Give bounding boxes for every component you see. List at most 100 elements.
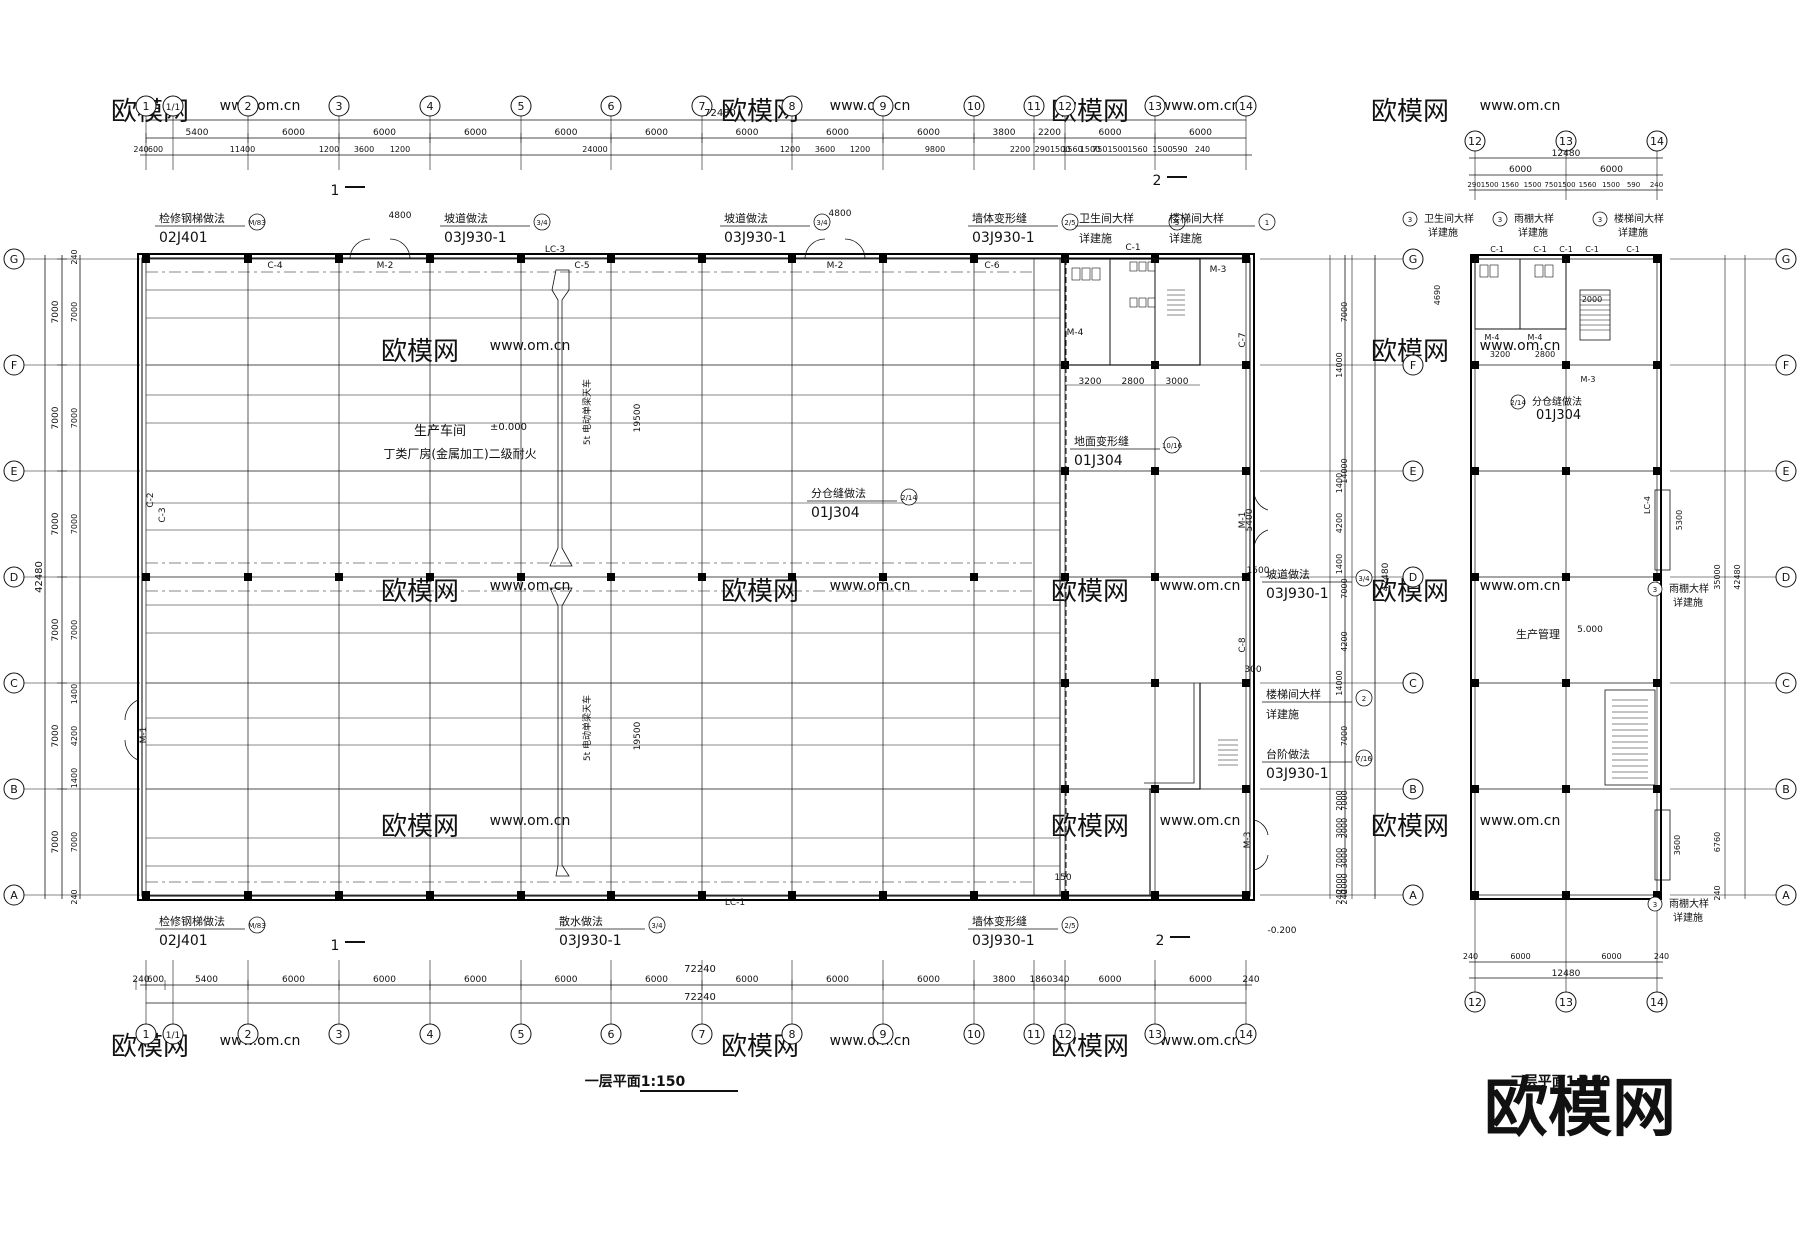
crane-beam-lower [549,587,573,877]
axis-bubble-y-right-label: A [1782,889,1790,902]
watermark-url: www.om.cn [830,98,911,114]
callout-index: 3 [1408,216,1412,224]
column [1562,891,1570,899]
axis-bubble-y-right-label: E [1783,465,1790,478]
door-label: M-3 [1581,375,1596,384]
callout-ref: 详建施 [1673,911,1703,924]
axis-bubble-y-left-label: C [10,677,18,690]
dim-right: 240 [1713,885,1722,900]
callout-ref: 01J304 [811,505,860,521]
dim-top-row1: 6000 [736,128,759,138]
door-label: M-4 [1485,333,1500,342]
column [970,573,978,581]
dim-top-row1: 2200 [1038,128,1061,138]
dim-right: 2000 [1335,873,1344,893]
axis-bubble-x-top-label: 6 [608,100,615,113]
callout-title: 坡道做法 [724,211,768,225]
callout-index-circle [1510,394,1526,410]
dim-bottom-row1: 5400 [195,975,218,985]
column [1471,573,1479,581]
dim-top-row2: 1500 [1524,181,1542,189]
callout-title: 楼梯间大样 [1169,211,1224,225]
axis-bubble-y-left-label: E [11,465,18,478]
callout-title: 墙体变形缝 [972,211,1027,225]
column [142,573,150,581]
small-dim: 2800 [1122,377,1145,387]
callout-ref: 详建施 [1428,226,1458,239]
dim-top-row1: 6000 [917,128,940,138]
axis-bubble-x-bottom-label: 8 [789,1028,796,1041]
axis-bubble-y-left-label: F [11,359,17,372]
axis-bubble-y-right-label: D [1782,571,1790,584]
axis-bubble-x-bottom-label: 12 [1468,996,1482,1009]
dim-top-row2: 1200 [390,145,410,154]
dim-left: 7000 [1340,578,1349,598]
axis-bubble-x-top-label: 1/1 [166,103,180,113]
small-dim: 3000 [1166,377,1189,387]
callout-title: 雨棚大样 [1514,212,1554,225]
axis-bubble-y-right-label: F [1410,359,1416,372]
dim-bottom-row1: 6000 [736,975,759,985]
dim-bottom-row1: 6000 [917,975,940,985]
toilet-fixture [1129,297,1138,308]
canopy-lower [1654,809,1671,881]
watermark-url: www.om.cn [1480,98,1561,114]
watermark-logo: 欧模网 [721,577,799,607]
axis-bubble-x-top-label: 9 [880,100,887,113]
callout-ref: 详建施 [1673,596,1703,609]
column [335,255,343,263]
column [1562,679,1570,687]
watermark-url: www.om.cn [220,98,301,114]
column [1061,785,1069,793]
callout-index-circle [1163,436,1181,454]
crane-label-lower: 5t 电动单梁天车 [581,695,593,761]
small-dim: 3600 [1673,835,1682,855]
dim-left: 2000 [1340,818,1349,838]
small-dim: 3200 [1079,377,1102,387]
callout-index: 2 [1362,695,1366,703]
dim-top-row2: 1500 [1602,181,1620,189]
dim-left: 7000 [1340,790,1349,810]
watermark-url: www.om.cn [490,578,571,594]
callout-index: 1 [1265,219,1269,227]
dim-right: 42480 [1733,564,1742,589]
door-label: M-2 [377,261,394,271]
dim-left-row2: 1400 [70,768,79,788]
callout-index: 7/16 [1356,755,1372,763]
window-label: C-2 [146,492,156,507]
dim-top-row1: 6000 [282,128,305,138]
column [1242,467,1250,475]
callout-index-circle [648,916,666,934]
platform-inner [1144,683,1195,784]
callout-title: 地面变形缝 [1074,434,1129,448]
callout-index-circle [1355,749,1373,767]
dim-bottom-total-upper: 72240 [684,964,716,975]
dim-top-row1: 6000 [645,128,668,138]
span-dim-upper: 19500 [633,403,643,432]
watermark-logo: 欧模网 [381,812,459,842]
column [970,891,978,899]
span-dim-lower: 19500 [633,721,643,750]
dim-bottom-row1: 6000 [1601,952,1621,961]
axis-bubble-y-left-label: G [10,253,19,266]
callout-index-circle [248,213,266,231]
dim-left-row2: 1400 [70,684,79,704]
axis-bubble-x-bottom-label: 12 [1058,1028,1072,1041]
room-name: 生产车间 [414,423,466,439]
toilet-fixture [1534,264,1544,278]
callout-index-circle [1355,569,1373,587]
column [879,891,887,899]
dim-top-row1: 6000 [1099,128,1122,138]
axis-bubble-x-top-label: 4 [427,100,434,113]
toilet-block [1064,258,1201,366]
callout-index: 3/4 [1358,575,1370,583]
column [1061,573,1069,581]
window-label: C-1 [1533,245,1547,254]
dim-right-total: 42480 [1381,562,1391,591]
small-dim: 300 [1244,665,1261,675]
dim-bottom-total: 12480 [1552,969,1581,979]
dim-right: 14000 [1335,352,1344,377]
dim-top-row2: 24000 [582,145,607,154]
callout-index: 2/5 [1064,219,1075,227]
